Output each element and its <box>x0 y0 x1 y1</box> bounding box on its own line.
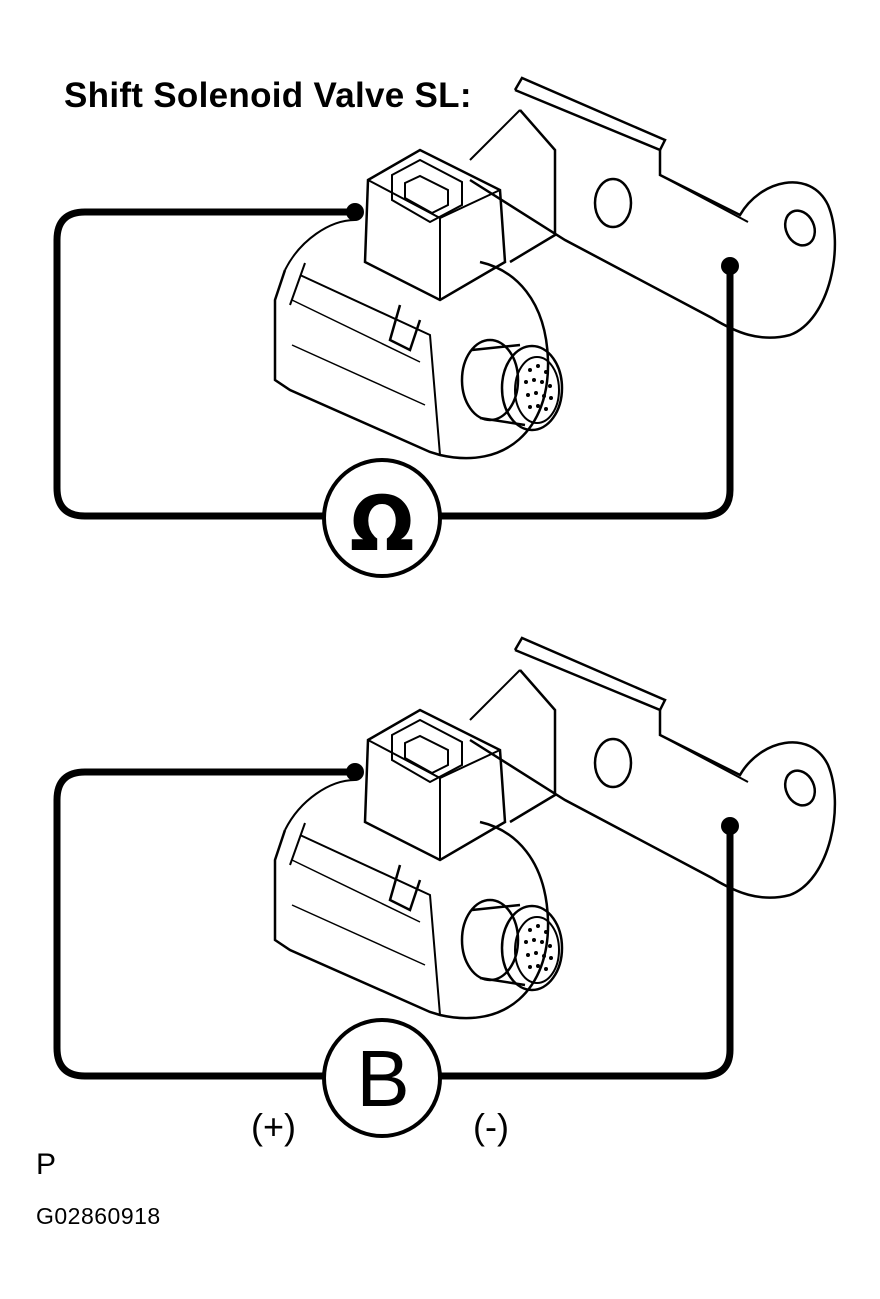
panel-ohmmeter: Ω <box>53 76 837 578</box>
ohmmeter-circle <box>322 458 442 578</box>
ground-point <box>721 257 739 275</box>
terminal-point <box>346 763 364 781</box>
ohm-symbol: Ω <box>350 479 415 568</box>
battery-lead-positive <box>53 768 355 1080</box>
battery-symbol: B <box>356 1034 409 1123</box>
view-code: P <box>36 1148 57 1181</box>
test-lead-negative <box>440 268 734 520</box>
figure-id: G02860918 <box>36 1203 161 1229</box>
battery-lead-negative <box>440 828 734 1080</box>
test-lead-positive <box>53 208 355 520</box>
panel-battery: B <box>53 636 837 1138</box>
positive-label: (+) <box>251 1106 296 1147</box>
diagram-title: Shift Solenoid Valve SL: <box>64 76 472 115</box>
solenoid-valve-icon <box>273 636 837 1020</box>
negative-label: (-) <box>473 1106 509 1147</box>
ground-point <box>721 817 739 835</box>
battery-circle <box>322 1018 442 1138</box>
terminal-point <box>346 203 364 221</box>
solenoid-valve-icon <box>273 76 837 460</box>
